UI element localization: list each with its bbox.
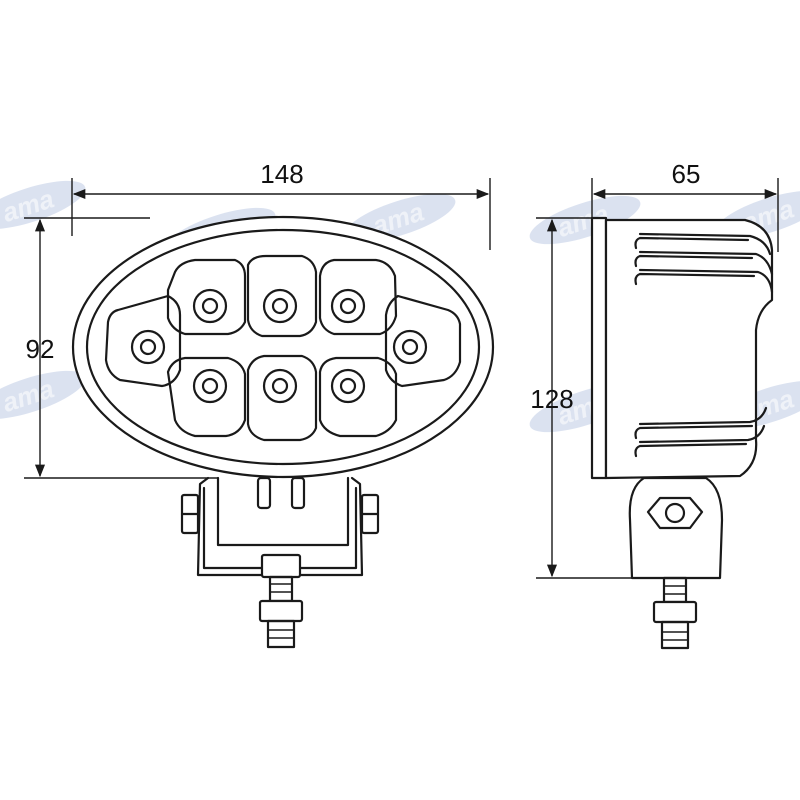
width-label: 148 [260, 159, 303, 189]
front-view: 148 92 [24, 159, 495, 649]
led-lens [262, 288, 298, 324]
depth-label: 65 [672, 159, 701, 189]
led-lens [330, 368, 366, 404]
led-lens [130, 329, 166, 365]
side-stud [662, 576, 688, 604]
led-cell [318, 356, 398, 438]
side-view: 65 128 [530, 159, 779, 650]
mounting-bracket [180, 476, 380, 649]
led-lens [192, 368, 228, 404]
lamp-housing-outer [71, 215, 495, 479]
led-lens [392, 329, 428, 365]
led-cell [166, 258, 247, 336]
cooling-fins [634, 232, 774, 458]
lamp-housing-inner [85, 228, 481, 466]
led-cell [104, 294, 182, 388]
led-cell [246, 354, 318, 442]
led-cell [384, 294, 462, 388]
front-lens-edge [590, 216, 608, 480]
led-lens [330, 288, 366, 324]
mount-bolt [664, 502, 686, 524]
side-stud-nut [652, 600, 698, 624]
led-lens [192, 288, 228, 324]
side-height-label: 128 [530, 384, 573, 414]
led-lens [262, 368, 298, 404]
side-stud-end [660, 620, 690, 650]
led-cell [166, 356, 247, 438]
height-label: 92 [26, 334, 55, 364]
led-array [104, 254, 462, 442]
housing-body [604, 218, 774, 480]
mount-nut [646, 496, 704, 530]
led-cell [318, 258, 398, 336]
led-cell [246, 254, 318, 338]
